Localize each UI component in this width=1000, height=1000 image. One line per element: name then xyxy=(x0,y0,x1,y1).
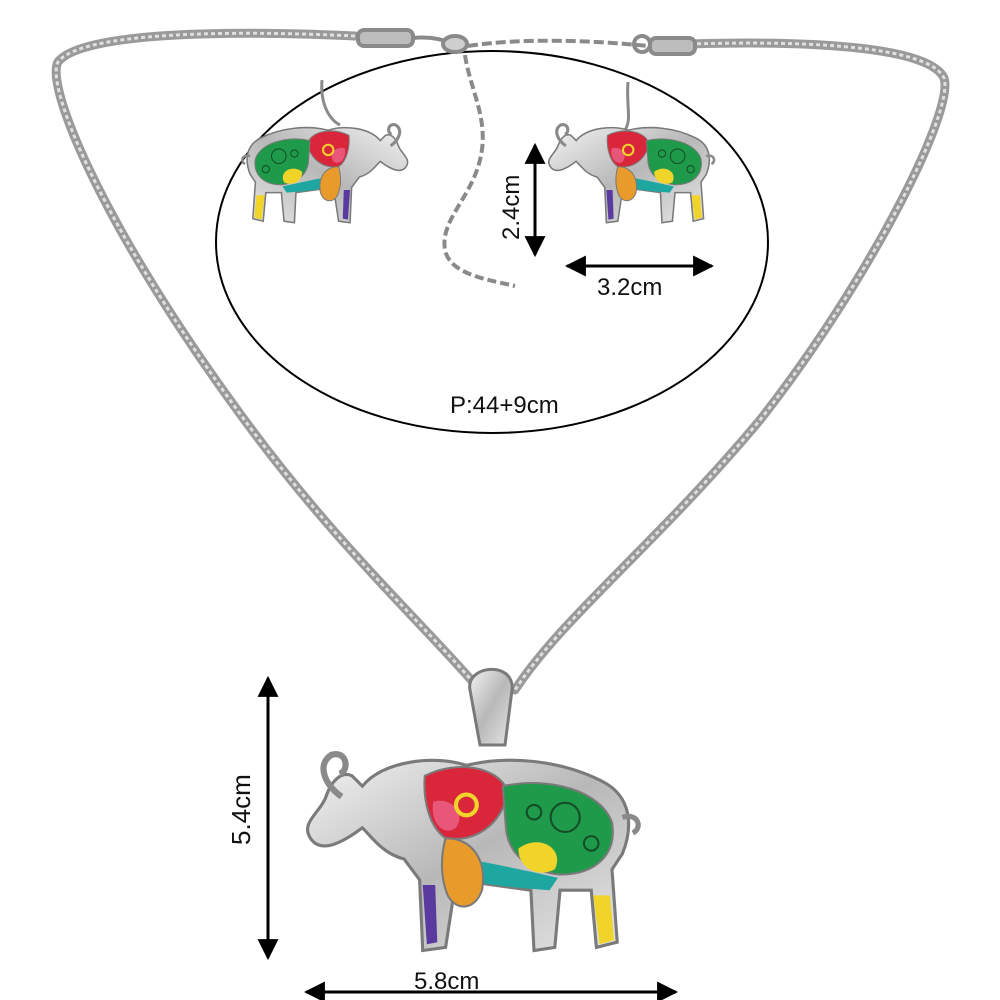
pendant-height-label: 5.4cm xyxy=(226,774,256,845)
clasp-and-extender xyxy=(356,28,697,288)
necklace-chain xyxy=(51,28,950,695)
elephant-pendant-icon xyxy=(308,754,639,950)
pendant-width-label: 5.8cm xyxy=(414,968,480,995)
earring-left xyxy=(240,79,410,225)
earring-height-label: 2.4cm xyxy=(498,174,525,240)
earring-width-label: 3.2cm xyxy=(597,274,663,301)
pendant-bail xyxy=(468,667,514,747)
earring-right xyxy=(547,81,716,225)
earring-frame-oval xyxy=(215,50,769,434)
chain-length-label: P:44+9cm xyxy=(450,392,559,419)
